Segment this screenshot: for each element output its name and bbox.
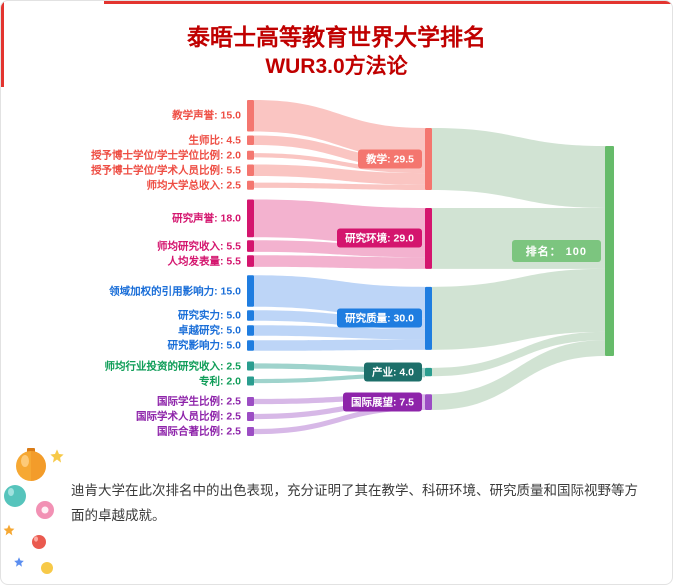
yellow-ball-icon bbox=[41, 562, 53, 574]
flow-teaching-source-4 bbox=[254, 182, 425, 190]
flow-teaching-to-rank bbox=[432, 127, 605, 208]
source-label-research-quality-2: 卓越研究: 5.0 bbox=[177, 324, 241, 337]
flow-research-environment-source-2 bbox=[254, 254, 425, 269]
node-teaching-source-2 bbox=[247, 150, 254, 160]
star-icon bbox=[50, 449, 64, 463]
node-teaching-source-3 bbox=[247, 164, 254, 176]
source-label-teaching-3: 授予博士学位/学术人员比例: 5.5 bbox=[91, 164, 241, 177]
node-research-environment-source-0 bbox=[247, 199, 254, 237]
pillar-label-research-quality: 研究质量: 30.0 bbox=[337, 308, 422, 328]
source-label-research-quality-0: 领域加权的引用影响力: 15.0 bbox=[109, 285, 241, 298]
red-ball-icon bbox=[32, 535, 46, 549]
source-label-international-outlook-1: 国际学术人员比例: 2.5 bbox=[135, 410, 241, 423]
page-title-line2: WUR3.0方法论 bbox=[265, 55, 408, 79]
node-industry-source-1 bbox=[247, 376, 254, 386]
source-label-research-environment-2: 人均发表量: 5.5 bbox=[167, 255, 241, 268]
flow-research-quality-source-2 bbox=[254, 324, 425, 339]
decorative-lanterns-art bbox=[1, 444, 67, 584]
source-label-international-outlook-0: 国际学生比例: 2.5 bbox=[156, 395, 241, 408]
flow-teaching-source-3 bbox=[254, 164, 425, 185]
source-label-research-quality-3: 研究影响力: 5.0 bbox=[167, 339, 241, 352]
flow-research-quality-source-0 bbox=[254, 274, 425, 318]
node-research-quality bbox=[425, 286, 432, 350]
node-teaching-source-0 bbox=[247, 99, 254, 132]
pillar-label-international-outlook: 国际展望: 7.5 bbox=[342, 392, 422, 412]
node-teaching-source-1 bbox=[247, 135, 254, 145]
node-research-quality-source-3 bbox=[247, 339, 254, 351]
node-industry-source-0 bbox=[247, 361, 254, 371]
top-red-accent-line bbox=[104, 1, 672, 4]
flow-international-outlook-source-2 bbox=[254, 404, 425, 434]
source-label-teaching-0: 教学声誉: 15.0 bbox=[172, 109, 241, 122]
node-research-quality-source-1 bbox=[247, 309, 254, 321]
flow-industry-to-rank bbox=[432, 331, 605, 376]
source-label-teaching-2: 授予博士学位/学士学位比例: 2.0 bbox=[91, 149, 241, 162]
node-teaching bbox=[425, 127, 432, 190]
source-label-international-outlook-2: 国际合著比例: 2.5 bbox=[156, 425, 241, 438]
node-industry bbox=[425, 367, 432, 376]
node-teaching-source-4 bbox=[247, 180, 254, 190]
node-international-outlook-source-2 bbox=[247, 426, 254, 436]
pillar-label-research-environment: 研究环境: 29.0 bbox=[337, 228, 422, 248]
sankey-svg bbox=[247, 99, 614, 436]
flow-research-quality-to-rank bbox=[432, 268, 605, 350]
lanterns-illustration bbox=[3, 448, 64, 574]
node-research-environment bbox=[425, 207, 432, 269]
source-label-teaching-4: 师均大学总收入: 2.5 bbox=[146, 179, 241, 192]
source-label-research-environment-0: 研究声誉: 18.0 bbox=[172, 212, 241, 225]
page-title-line1: 泰晤士高等教育世界大学排名 bbox=[187, 24, 486, 50]
source-label-research-quality-1: 研究实力: 5.0 bbox=[177, 309, 241, 322]
node-research-quality-source-2 bbox=[247, 324, 254, 336]
source-label-research-environment-1: 师均研究收入: 5.5 bbox=[156, 240, 241, 253]
node-international-outlook-source-1 bbox=[247, 411, 254, 421]
left-red-accent-line bbox=[1, 1, 4, 87]
rank-label: 排名： 100 bbox=[511, 239, 601, 262]
sankey-chart: 教学声誉: 15.0 生师比: 4.5 授予博士学位/学士学位比例: 2.0 授予博士… bbox=[1, 90, 672, 465]
pillar-label-industry: 产业: 4.0 bbox=[363, 362, 422, 382]
node-research-quality-source-0 bbox=[247, 274, 254, 307]
lantern-icon bbox=[16, 448, 46, 481]
node-rank bbox=[605, 145, 614, 356]
node-research-environment-source-1 bbox=[247, 239, 254, 252]
flower-icon bbox=[36, 501, 54, 519]
header: 泰晤士高等教育世界大学排名 WUR3.0方法论 bbox=[1, 1, 672, 86]
footer: 迪肯大学在此次排名中的出色表现，充分证明了其在教学、科研环境、研究质量和国际视野… bbox=[1, 479, 672, 529]
pillar-label-teaching: 教学: 29.5 bbox=[358, 149, 422, 168]
flow-research-environment-source-1 bbox=[254, 239, 425, 257]
teal-ball-icon bbox=[4, 485, 26, 507]
star-icon bbox=[14, 557, 24, 567]
source-label-industry-0: 师均行业投资的研究收入: 2.5 bbox=[104, 360, 241, 373]
footer-note: 迪肯大学在此次排名中的出色表现，充分证明了其在教学、科研环境、研究质量和国际视野… bbox=[71, 482, 638, 523]
node-international-outlook bbox=[425, 393, 432, 410]
source-label-industry-1: 专利: 2.0 bbox=[198, 375, 241, 388]
node-international-outlook-source-0 bbox=[247, 396, 254, 406]
flow-international-outlook-to-rank bbox=[432, 339, 605, 410]
star-icon bbox=[3, 524, 15, 536]
source-label-teaching-1: 生师比: 4.5 bbox=[188, 134, 241, 147]
node-research-environment-source-2 bbox=[247, 254, 254, 267]
flow-research-quality-source-3 bbox=[254, 338, 425, 351]
flow-teaching-source-0 bbox=[254, 99, 425, 160]
